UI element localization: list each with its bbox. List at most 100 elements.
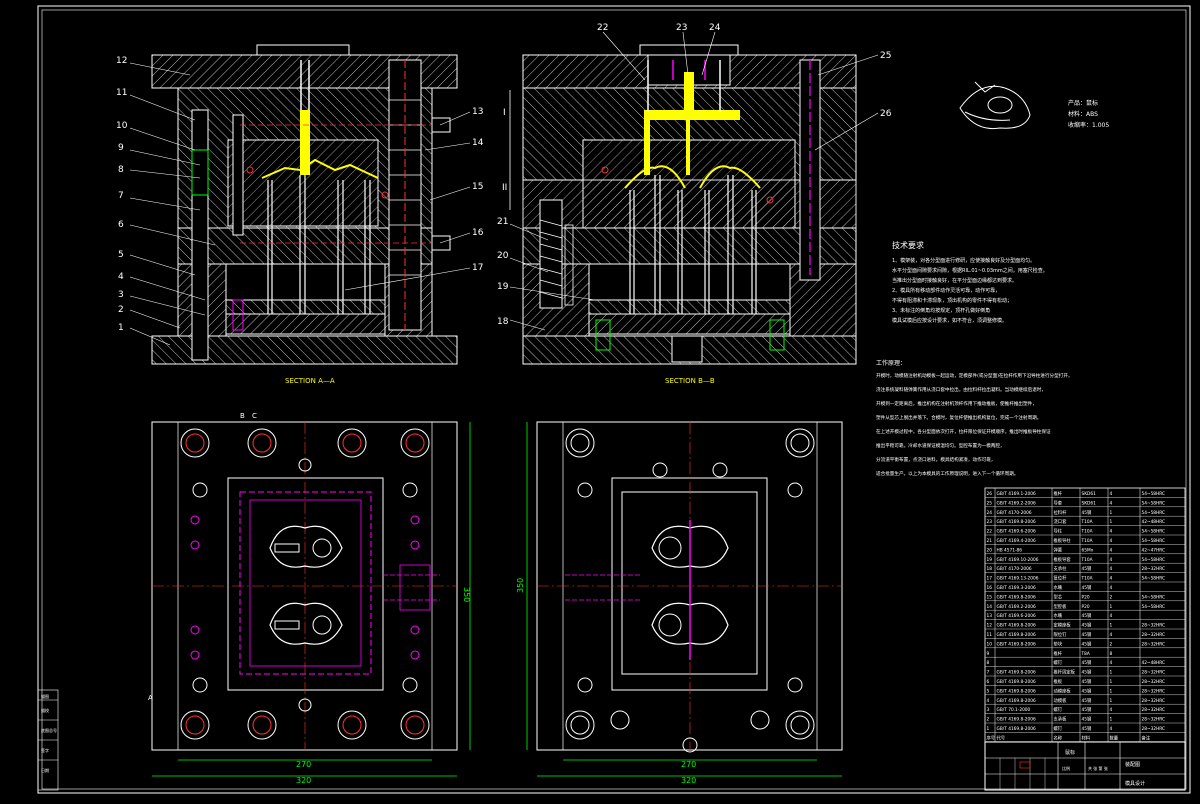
bom-cell: P20 [1082,594,1090,600]
bom-cell: 42~48HRC [1142,519,1166,525]
part-label-4: 4 [118,272,124,282]
bom-cell: 水嘴 [1054,612,1063,619]
bom-cell: 28~32HRC [1142,670,1166,676]
roman-two: II [502,183,507,193]
bom-cell: 15 [987,594,993,600]
dim-350-left: 350 [462,587,471,602]
part-label-17: 17 [472,263,483,273]
part-label-26: 26 [880,109,892,119]
bom-cell: 18 [987,566,993,572]
part-label-18: 18 [497,317,509,327]
work-line-7: 适合批量生产。以上为本模具的工作原理说明，进入下一个循环周期。 [876,470,1018,477]
bom-cell: 4 [1110,613,1113,619]
bom-cell: 螺钉 [1054,725,1063,732]
tech-req-line-4: 不得有阻滞和卡滞现象，顶出机构的零件不得有松动； [892,297,1012,304]
work-principle: 工作原理： 开模时，动模随注射机动模板一起运动，定模部件(或分型面)在拉杆作用下… [876,359,1073,477]
bom-cell: HB 4571-86 [997,547,1023,553]
title-block-sheet: 共 张 第 张 [1088,765,1108,771]
work-line-6: 分流道平衡布置，点浇口进料。模具结构紧凑，动作可靠， [876,456,995,463]
bom-cell: 4 [1110,529,1113,535]
bom-cell: 2 [1110,594,1113,600]
part-label-5: 5 [118,250,124,260]
part-label-10: 10 [116,121,128,131]
product-info: 产品：鼠标 材料：ABS 收缩率：1.005 [1068,99,1109,129]
bom-cell: 推杆 [1054,490,1063,497]
bom-cell: 支承板 [1054,716,1068,723]
bom-cell: 1 [1110,623,1113,629]
bom-cell: 54~58HRC [1142,500,1166,506]
bom-cell: 28~32HRC [1142,698,1166,704]
bom-cell: 4 [1110,585,1113,591]
bom-cell: 4 [1110,566,1113,572]
bom-cell: 54~58HRC [1142,538,1166,544]
bom-cell: 6 [987,679,990,685]
bom-cell: 2 [1110,641,1113,647]
bom-cell: 4 [1110,576,1113,582]
left-binding-strip: 描图 描校 底图总号 签字 日期 [37,689,59,791]
bom-cell: GB/T 4169.13-2006 [997,576,1039,582]
bom-cell: T10A [1081,538,1093,544]
plan-view-left [151,421,471,777]
bom-cell: 9 [987,651,990,657]
part-label-12: 12 [116,56,127,66]
bom-cell: 3 [987,707,990,713]
title-block-drawing-name: 装配图 [1125,761,1140,768]
bom-cell: 45钢 [1082,697,1092,704]
work-line-2: 开模到一定距离后，推出机构在注射机顶杆作用下推动推板，使推杆推出塑件， [876,400,1037,407]
dim-350-right: 350 [516,578,525,593]
bom-cell: 1 [1110,679,1113,685]
bom-cell: 型腔板 [1054,603,1068,610]
bom-cell: 45钢 [1082,659,1092,666]
bom-cell: 54~58HRC [1142,604,1166,610]
title-block-product: 鼠标 [1065,749,1075,756]
strip-label-4: 日期 [41,767,49,773]
bom-cell: 54~58HRC [1142,594,1166,600]
part-label-16: 16 [472,228,484,238]
bom-cell: 16 [987,585,993,591]
bom-cell: 45钢 [1082,678,1092,685]
part-label-25: 25 [880,51,891,61]
part-label-13: 13 [472,107,483,117]
product-info-line2: 材料：ABS [1068,110,1098,118]
tech-req-line-2: 当推出分型面时接触良好，在平分型面边缘都达到要求。 [892,277,1017,284]
bom-cell: 2 [987,717,990,723]
part-label-3: 3 [118,290,124,300]
part-label-9: 9 [118,143,124,153]
roman-one: I [503,108,506,118]
bom-cell: 28~32HRC [1142,632,1166,638]
bom-cell: 28~32HRC [1142,717,1166,723]
part-label-1: 1 [118,323,124,333]
bom-cell: GB/T 4169.8-2006 [997,726,1037,732]
bom-cell: 1 [1110,510,1113,516]
leader-lines-a [129,62,471,346]
tech-req-line-0: 1、模架装，对各分型面进行修研，应使接触良好及分型面均匀。 [892,257,1035,264]
bom-cell: 13 [987,613,993,619]
bom-cell: 4 [1110,538,1113,544]
bom-cell: 45钢 [1082,565,1092,572]
bom-cell: 5 [987,688,990,694]
bom-cell: GB/T 4169.8-2006 [997,632,1037,638]
bom-cell: GB/T 4169.6-2006 [997,529,1037,535]
bom-cell: GB/T 4169.3-2006 [997,585,1037,591]
bom-header-cell: 备注 [1142,734,1151,741]
bom-cell: 22 [987,529,993,535]
sheet-border [37,5,1191,794]
bom-cell: 19 [987,557,993,563]
bom-cell: T8A [1081,651,1090,657]
part-label-23: 23 [676,23,687,33]
bom-cell: 浇口套 [1054,518,1068,525]
bom-cell: 型芯 [1054,593,1063,600]
bom-cell: 23 [987,519,993,525]
part-label-15: 15 [472,182,483,192]
strip-label-0: 描图 [41,693,49,699]
bom-cell: 8 [987,660,990,666]
product-info-line3: 收缩率：1.005 [1068,121,1109,129]
bom-cell: 45钢 [1082,612,1092,619]
bom-cell: GB/T 4169.8-2006 [997,698,1037,704]
bom-header-cell: 材料 [1082,734,1091,741]
work-principle-title: 工作原理： [876,359,906,367]
bom-cell: 28~32HRC [1142,726,1166,732]
bom-cell: T10A [1081,557,1093,563]
